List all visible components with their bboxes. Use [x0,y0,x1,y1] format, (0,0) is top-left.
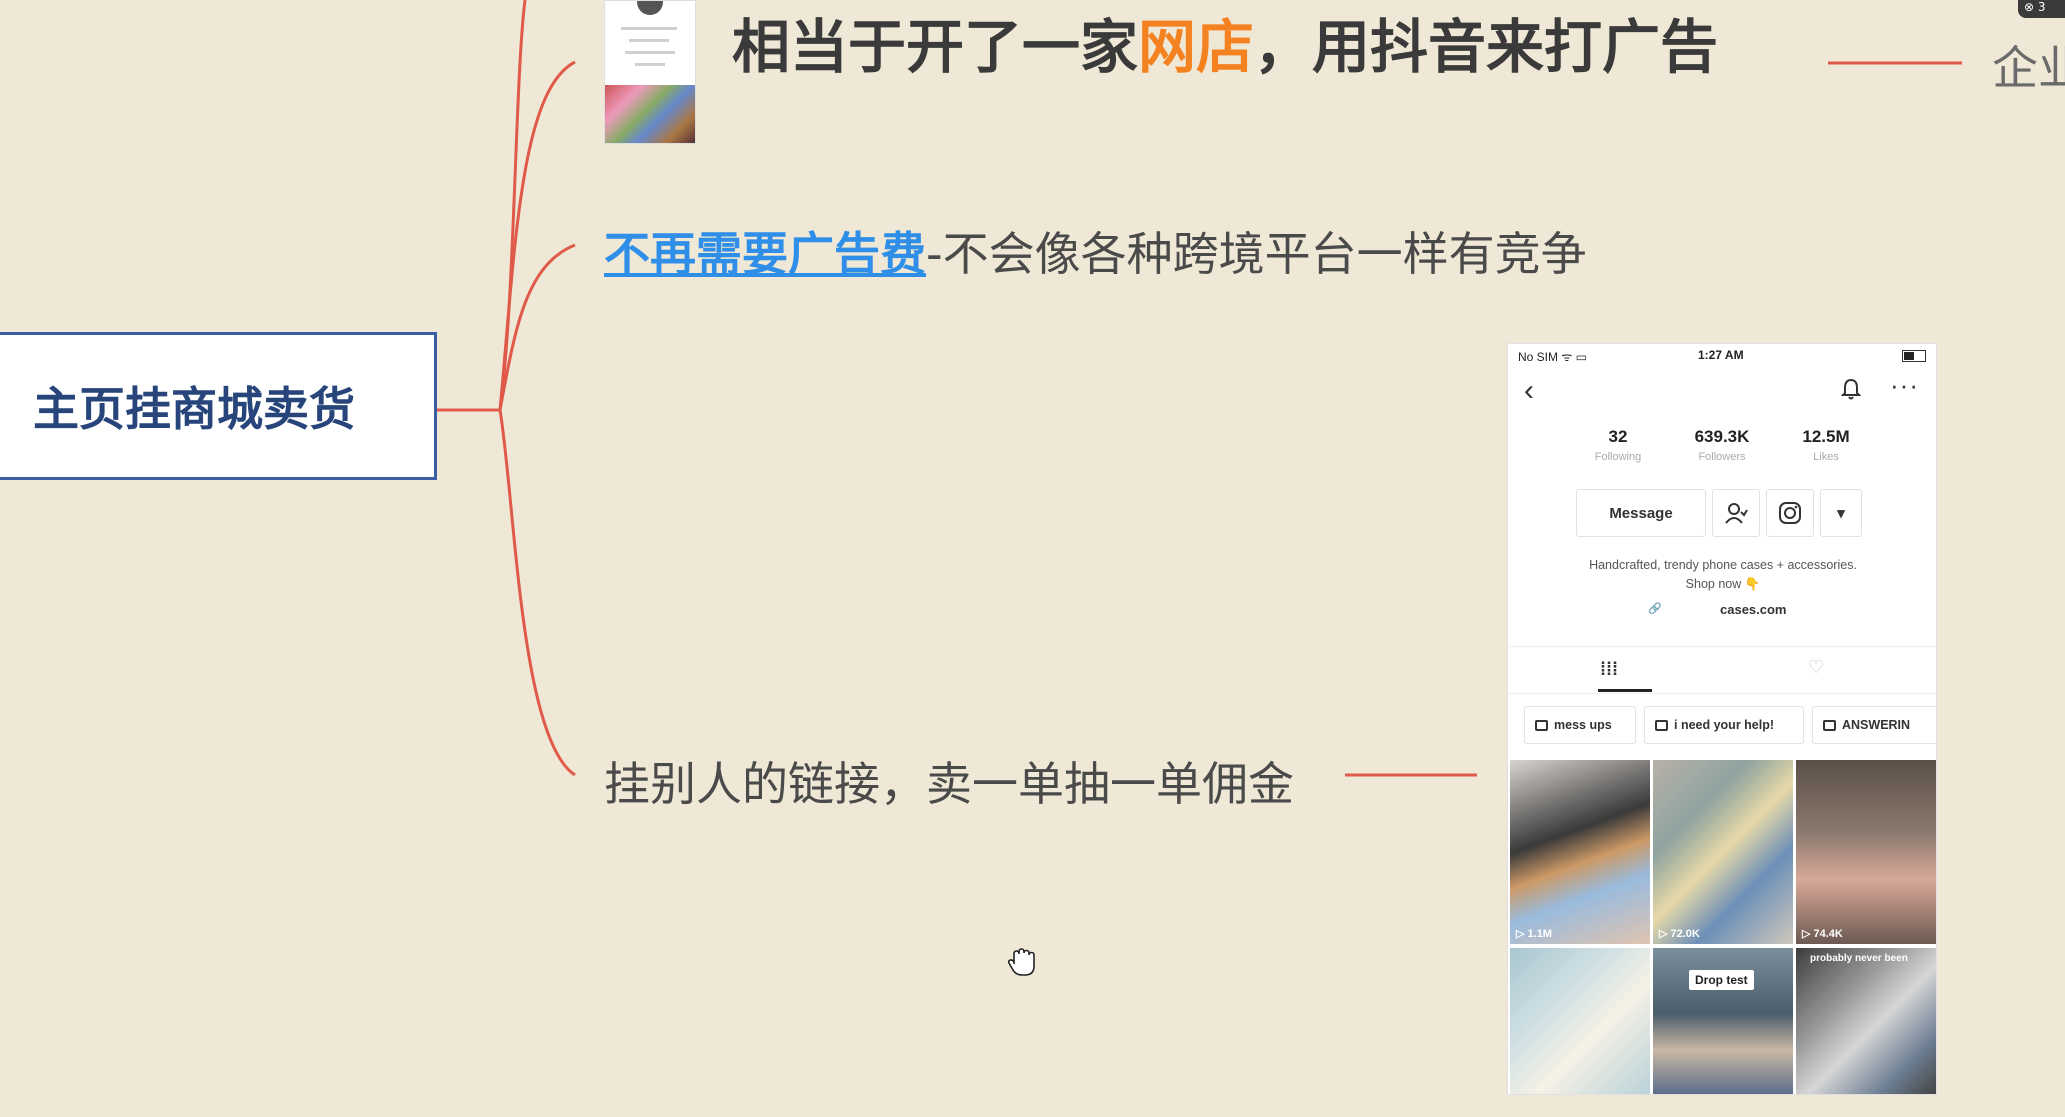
view-count: ▷ 72.0K [1659,928,1700,940]
stat-value: 12.5M [1802,427,1850,446]
battery-icon [1902,350,1926,362]
playlist-chip[interactable]: ANSWERIN [1812,706,1936,744]
branch-top-prefix: 相当于开了一家 [732,13,1139,81]
tab-videos-icon[interactable]: ⁞⁞⁞ [1600,659,1618,679]
video-tile[interactable]: ▷ 74.4K [1796,760,1936,944]
thumbnail-image [604,0,696,144]
tab-underline [1598,689,1652,692]
stat-value: 639.3K [1694,427,1750,446]
video-tile[interactable]: ▷ 1.1M [1510,760,1650,944]
bio-line: Handcrafted, trendy phone cases + access… [1589,558,1857,572]
back-icon[interactable]: ‹ [1524,374,1534,407]
stat-label: Likes [1813,451,1839,463]
profile-actions: Message ▾ [1508,489,1936,541]
video-tile[interactable]: Drop test [1653,948,1793,1094]
branch-mid-link[interactable]: 不再需要广告费 [604,227,926,281]
playlist-chip-label: i need your help! [1674,718,1775,732]
root-node-label: 主页挂商城卖货 [33,382,355,436]
video-tile[interactable]: probably never been [1796,948,1936,1094]
playlist-icon [1655,719,1668,731]
branch-bottom[interactable]: 挂别人的链接，卖一单抽一单佣金 [604,748,1294,814]
status-bar: No SIM ᯤ ▭ 1:27 AM [1508,344,1936,368]
follow-user-button[interactable] [1712,489,1760,537]
profile-stats: 32 Following 639.3K Followers 12.5M Like… [1508,427,1936,479]
view-count: ▷ 74.4K [1802,928,1843,940]
playlist-icon [1823,719,1836,731]
right-node-cut[interactable]: 企业 [1992,32,2065,98]
tab-liked-icon[interactable]: ♡ [1808,657,1825,677]
branch-top-highlight: 网店 [1138,13,1255,81]
view-count: ▷ 1.1M [1516,928,1552,940]
thumbnail-line [621,27,677,30]
branch-bottom-label: 挂别人的链接，卖一单抽一单佣金 [604,757,1294,811]
hand-cursor-icon [1007,948,1035,976]
more-icon[interactable]: ··· [1890,370,1919,400]
thumbnail-line [635,63,665,66]
profile-screenshot: No SIM ᯤ ▭ 1:27 AM ‹ ··· 32 Following 63… [1507,343,1937,1095]
profile-nav: ‹ ··· [1508,370,1936,414]
stat-following: 32 Following [1563,427,1673,463]
profile-link-text[interactable]: cases.com [1720,602,1787,617]
video-caption: Drop test [1689,970,1754,990]
chevron-down-icon: ▾ [1837,505,1845,522]
thumbnail-line [629,39,669,42]
stat-label: Following [1594,451,1642,463]
video-grid: ▷ 1.1M ▷ 72.0K ▷ 74.4K Drop test probabl… [1510,760,1936,1094]
thumbnail-photo [605,85,695,143]
branch-mid[interactable]: 不再需要广告费-不会像各种跨境平台一样有竞争 [604,218,1587,284]
stat-label: Followers [1698,451,1746,463]
status-time: 1:27 AM [1698,348,1744,362]
link-icon: 🔗 [1648,603,1662,615]
message-button[interactable]: Message [1576,489,1706,537]
video-caption: probably never been [1810,953,1908,964]
message-button-label: Message [1609,504,1673,522]
instagram-button[interactable] [1766,489,1814,537]
video-tile[interactable] [1510,948,1650,1094]
branch-top[interactable]: 相当于开了一家网店，用抖音来打广告 [732,0,1718,84]
stat-value: 32 [1608,427,1628,446]
connector-to-mid-branch [498,243,576,411]
stat-likes: 12.5M Likes [1771,427,1881,463]
corner-badge-label: ⊗ 3 [2024,0,2046,14]
connector-to-top-branch [498,60,576,411]
playlist-chips: mess ups i need your help! ANSWERIN [1508,706,1936,746]
corner-badge[interactable]: ⊗ 3 [2018,0,2065,18]
profile-bio: Handcrafted, trendy phone cases + access… [1528,556,1918,594]
playlist-chip-label: ANSWERIN [1842,718,1911,732]
dropdown-button[interactable]: ▾ [1820,489,1862,537]
root-node[interactable]: 主页挂商城卖货 [0,332,437,480]
playlist-chip-label: mess ups [1554,718,1612,732]
stat-followers: 639.3K Followers [1667,427,1777,463]
playlist-chip[interactable]: i need your help! [1644,706,1804,744]
avatar [637,1,663,15]
branch-mid-rest: -不会像各种跨境平台一样有竞争 [926,227,1587,281]
bell-icon[interactable] [1841,378,1861,400]
thumbnail-line [625,51,675,54]
branch-top-suffix: ，用抖音来打广告 [1254,13,1719,81]
playlist-icon [1535,719,1548,731]
user-icon [1725,503,1748,524]
instagram-icon [1779,502,1801,524]
video-tile[interactable]: ▷ 72.0K [1653,760,1793,944]
carrier-status: No SIM ᯤ ▭ [1518,350,1587,364]
bio-line: Shop now 👇 [1685,577,1761,591]
connector-to-bottom-branch [498,409,576,777]
playlist-chip[interactable]: mess ups [1524,706,1636,744]
right-node-label: 企业 [1992,41,2065,95]
profile-tabs: ⁞⁞⁞ ♡ [1508,646,1936,694]
